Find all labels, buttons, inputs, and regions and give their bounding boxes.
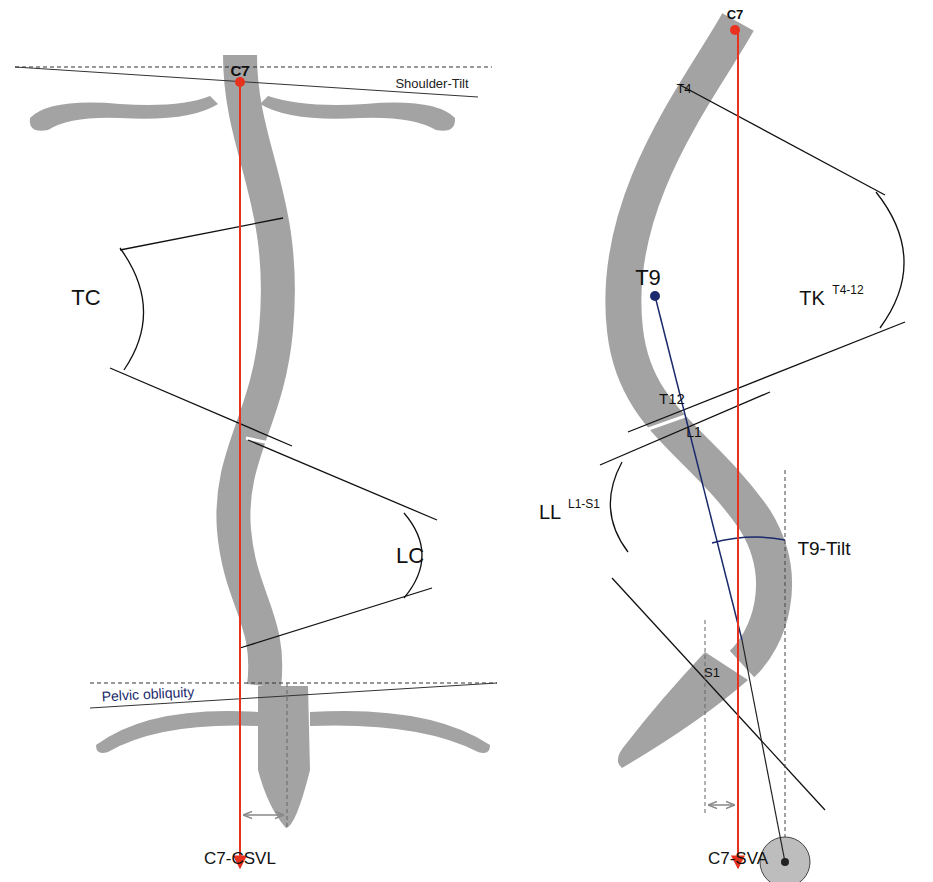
vertebra-label: C7 — [727, 8, 744, 21]
axis-label: C7-CSVL — [204, 850, 276, 867]
curve-label: LC — [396, 545, 424, 567]
vertebra-label: T12 — [659, 391, 685, 406]
angle-label: T9-Tilt — [795, 538, 852, 559]
curve-superscript: T4-12 — [832, 284, 863, 296]
curve-label: LL — [539, 502, 561, 522]
vertebra-label: S1 — [704, 666, 720, 679]
axis-label: C7-SVA — [708, 850, 768, 867]
vertebra-label: T4 — [676, 82, 691, 95]
angle-label: Pelvic obliquity — [99, 683, 196, 704]
vertebra-label: C7 — [230, 63, 249, 78]
curve-label: TC — [71, 287, 100, 309]
curve-superscript: L1-S1 — [568, 498, 600, 510]
vertebra-label: L1 — [686, 425, 702, 439]
vertebra-label: T9 — [635, 267, 661, 289]
angle-label: Shoulder-Tilt — [393, 76, 470, 91]
curve-label: TK — [799, 288, 825, 308]
